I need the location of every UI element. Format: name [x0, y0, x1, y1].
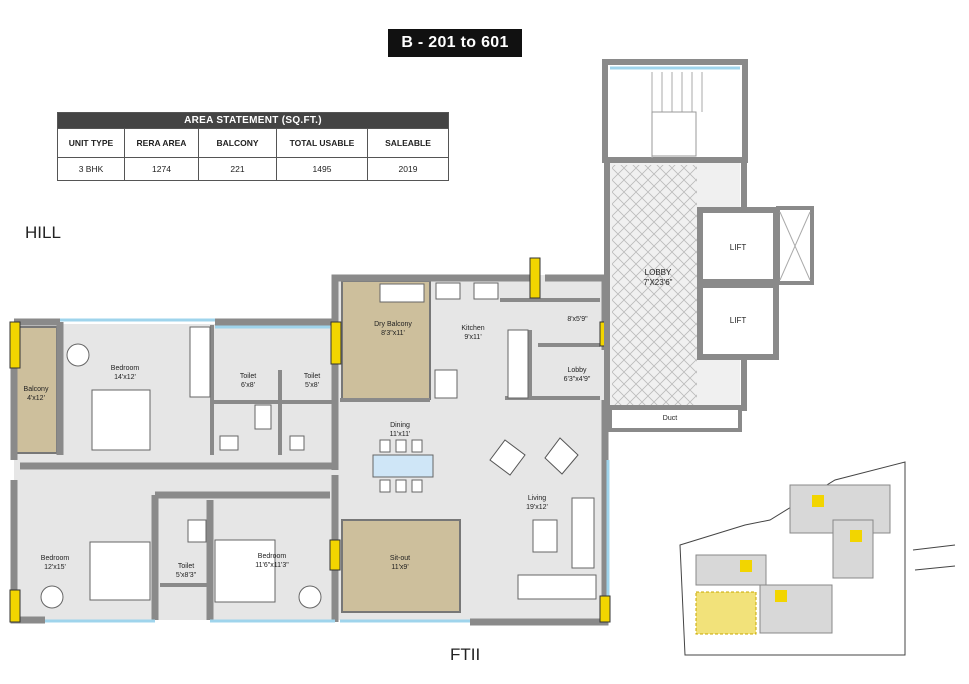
room-size: 6'3"x4'9" — [563, 376, 591, 383]
table-cell: 2019 — [367, 157, 449, 181]
table-cell: 221 — [198, 157, 277, 181]
room-label-lobby-main: LOBBY 7'X23'6" — [628, 268, 688, 288]
room-label-dry-balcony: Dry Balcony 8'3"x11' — [358, 320, 428, 338]
room-name: Dining — [390, 422, 410, 429]
room-label-lift: LIFT — [729, 316, 747, 325]
room-label-sitout: Sit-out 11'x9' — [372, 554, 428, 572]
key-plan — [679, 461, 956, 656]
room-label-bedroom: Bedroom 11'6"x11'3" — [240, 552, 304, 570]
room-name: Toilet — [177, 563, 195, 570]
room-label-lift: LIFT — [729, 243, 747, 252]
area-statement-table: AREA STATEMENT (SQ.FT.) UNIT TYPE RERA A… — [57, 112, 449, 181]
room-label-balcony: Balcony 4'x12' — [16, 385, 56, 403]
room-name: Sit-out — [389, 555, 411, 562]
room-name: Toilet — [303, 373, 321, 380]
room-name: Bedroom — [257, 553, 287, 560]
room-label-passage: 8'x5'9" — [567, 316, 588, 323]
room-size: 9'x11' — [464, 334, 482, 341]
table-cell: 1495 — [276, 157, 368, 181]
direction-ftii: FTII — [450, 645, 481, 664]
table-header-cell: SALEABLE — [367, 128, 449, 158]
furniture — [40, 282, 597, 609]
building-core — [602, 59, 814, 432]
room-size: 11'x9' — [391, 564, 409, 571]
room-label-living: Living 19'x12' — [512, 494, 562, 512]
room-size: 5'x8'3" — [175, 572, 197, 579]
room-label-toilet: Toilet 5'x8' — [292, 372, 332, 390]
sitout-area — [341, 519, 461, 613]
room-name: Balcony — [23, 386, 49, 393]
room-label-lobby: Lobby 6'3"x4'9" — [552, 366, 602, 384]
room-label-toilet: Toilet 5'x8'3" — [163, 562, 209, 580]
room-size: 8'3"x11' — [381, 330, 405, 337]
window-glass — [45, 318, 610, 623]
plan-title: B - 201 to 601 — [388, 29, 522, 57]
room-size: 5'x8' — [305, 382, 319, 389]
room-size: 19'x12' — [526, 504, 548, 511]
table-header-cell: BALCONY — [198, 128, 277, 158]
room-size: 7'X23'6" — [643, 278, 673, 287]
room-size: 6'x8' — [241, 382, 255, 389]
sofa-chairs — [489, 437, 579, 476]
room-label-bedroom: Bedroom 14'x12' — [95, 364, 155, 382]
room-name: LOBBY — [644, 268, 672, 277]
room-label-toilet: Toilet 6'x8' — [228, 372, 268, 390]
room-label-bedroom: Bedroom 12'x15' — [32, 554, 78, 572]
room-name: Bedroom — [110, 365, 140, 372]
room-label-dining: Dining 11'x11' — [375, 421, 425, 439]
room-size: 12'x15' — [44, 564, 66, 571]
room-name: Lobby — [567, 367, 587, 374]
room-size: 11'x11' — [389, 431, 411, 438]
area-statement-heading: AREA STATEMENT (SQ.FT.) — [57, 112, 449, 129]
room-size: 4'x12' — [27, 395, 45, 402]
room-size: 14'x12' — [114, 374, 136, 381]
room-name: Bedroom — [40, 555, 70, 562]
direction-hill: HILL — [25, 223, 61, 242]
room-size: 11'6"x11'3" — [255, 562, 289, 569]
room-label-kitchen: Kitchen 9'x11' — [448, 324, 498, 342]
room-name: Kitchen — [461, 325, 485, 332]
room-label-duct: Duct — [662, 415, 678, 422]
room-name: Toilet — [239, 373, 257, 380]
room-name: Dry Balcony — [374, 321, 412, 328]
table-cell: 1274 — [124, 157, 199, 181]
room-name: Living — [527, 495, 547, 502]
